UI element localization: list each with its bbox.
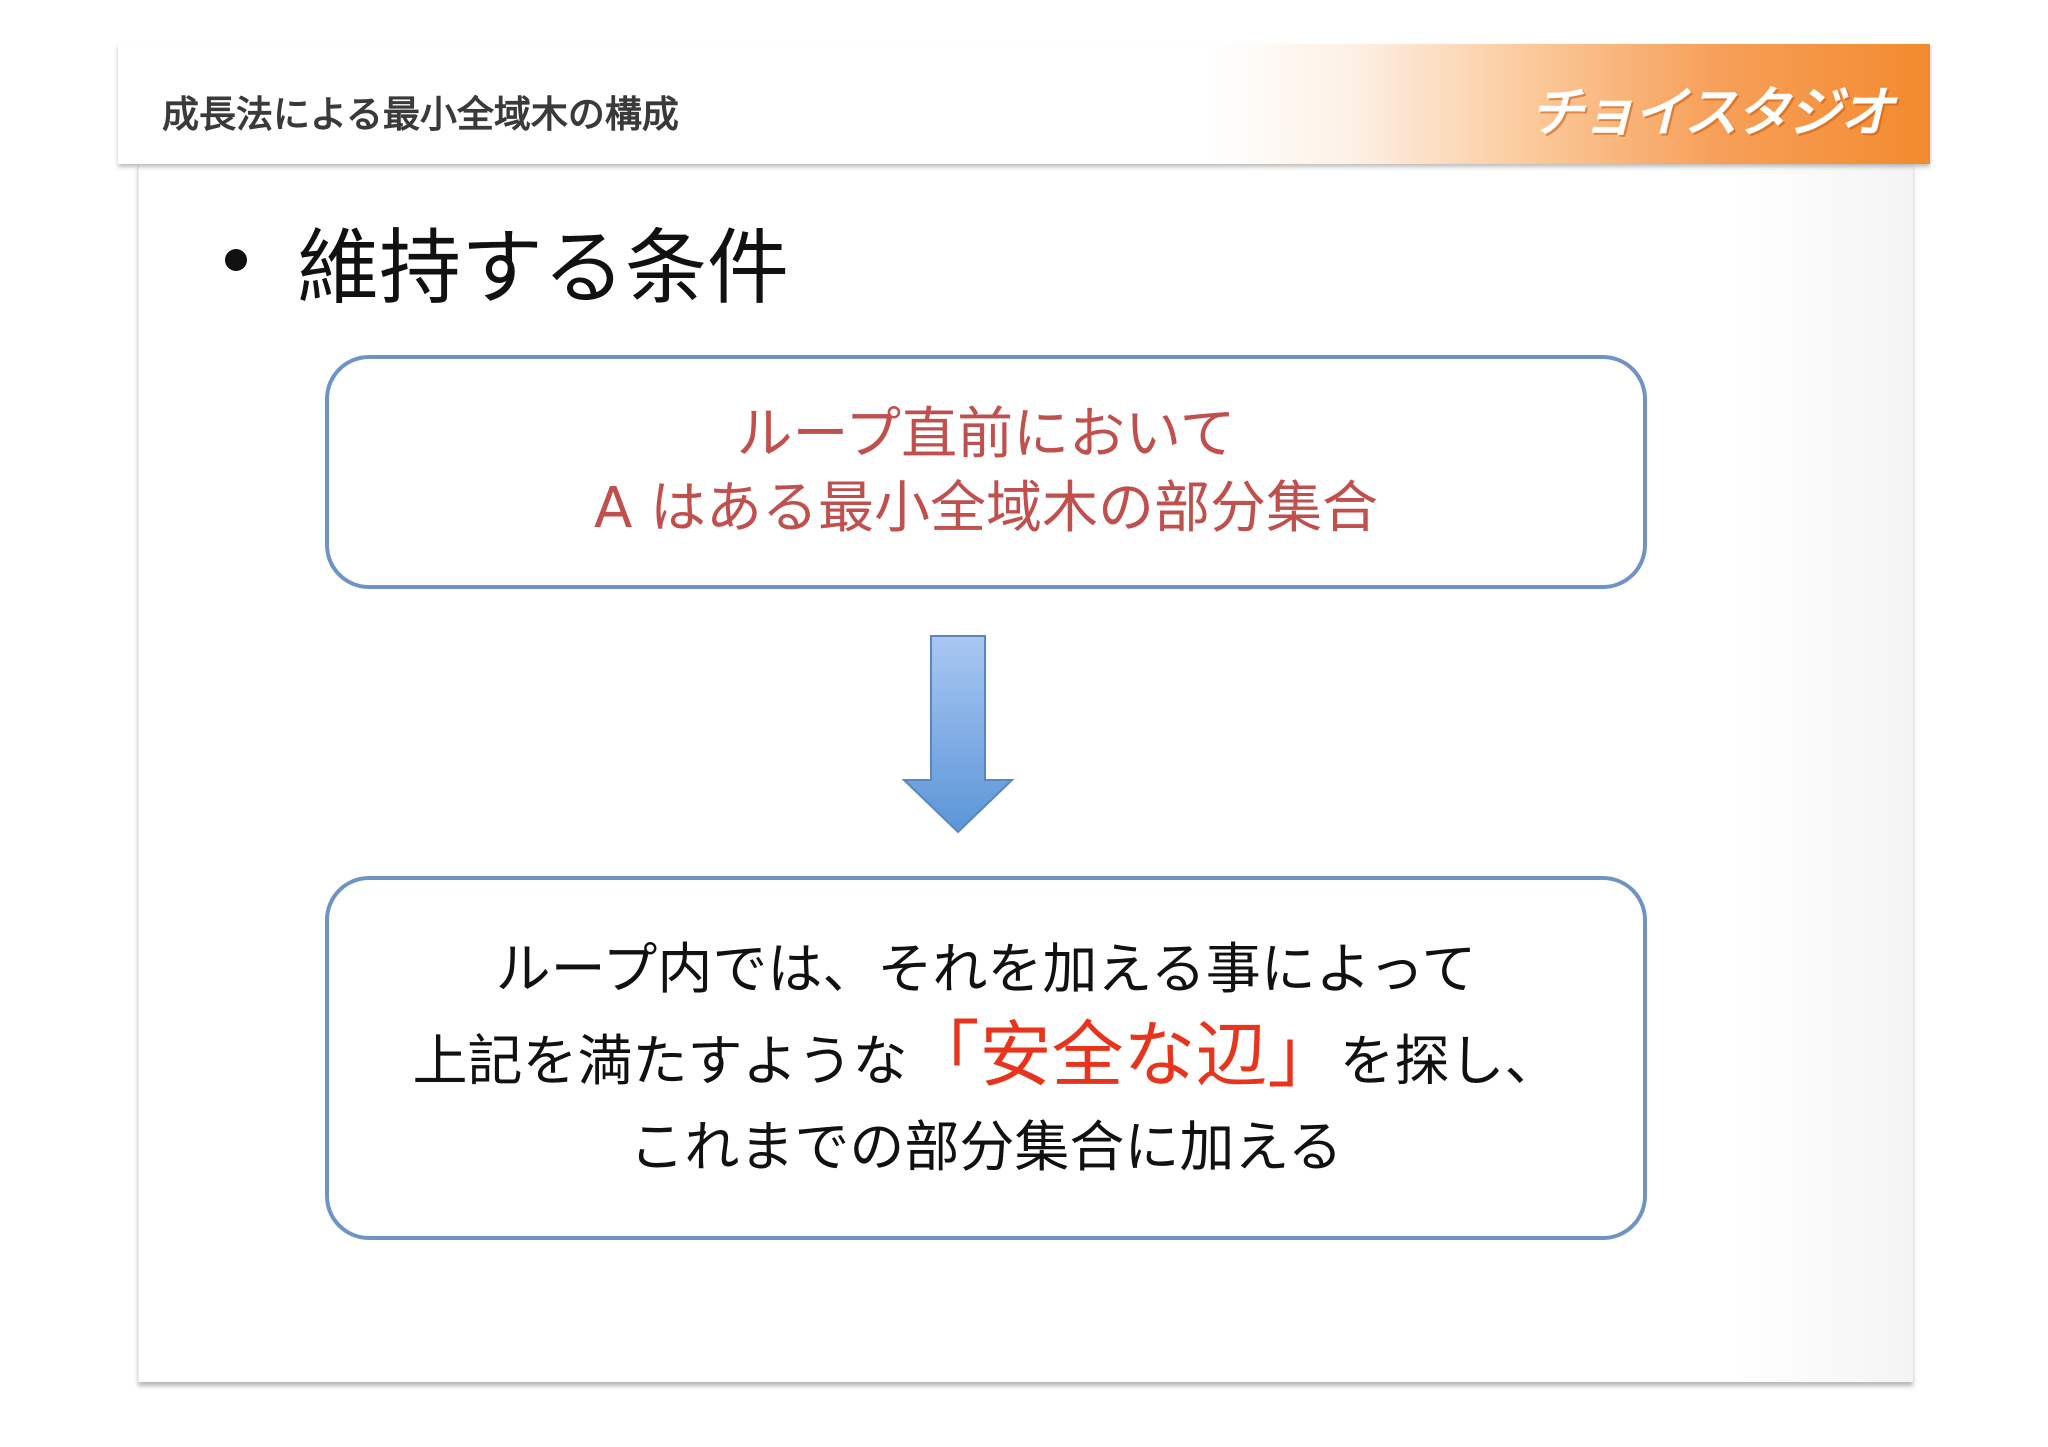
bullet-item: 維持する条件 <box>225 205 789 316</box>
condition-line-1: ループ直前において <box>736 402 1236 467</box>
action-box: ループ内では、それを加える事によって 上記を満たすような「安全な辺」を探し、 こ… <box>325 876 1647 1240</box>
bullet-text: 維持する条件 <box>297 220 790 316</box>
safe-edge-highlight: 「安全な辺」 <box>907 1013 1340 1097</box>
action-line-2-before: 上記を満たすような <box>412 1029 908 1093</box>
bullet-dot-icon <box>225 249 247 271</box>
action-line-3: これまでの部分集合に加える <box>629 1115 1343 1179</box>
down-arrow-icon <box>901 635 1015 834</box>
slide-title: 成長法による最小全域木の構成 <box>162 93 679 136</box>
brand-logo: チョイスタジオ <box>1529 81 1894 144</box>
slide-header: 成長法による最小全域木の構成 チョイスタジオ <box>118 44 1930 164</box>
condition-box: ループ直前において A はある最小全域木の部分集合 <box>325 355 1647 589</box>
condition-line-2: A はある最小全域木の部分集合 <box>593 476 1379 541</box>
action-line-2: 上記を満たすような「安全な辺」を探し、 <box>412 1012 1559 1104</box>
action-line-2-after: を探し、 <box>1339 1029 1560 1093</box>
action-line-1: ループ内では、それを加える事によって <box>495 937 1477 1001</box>
